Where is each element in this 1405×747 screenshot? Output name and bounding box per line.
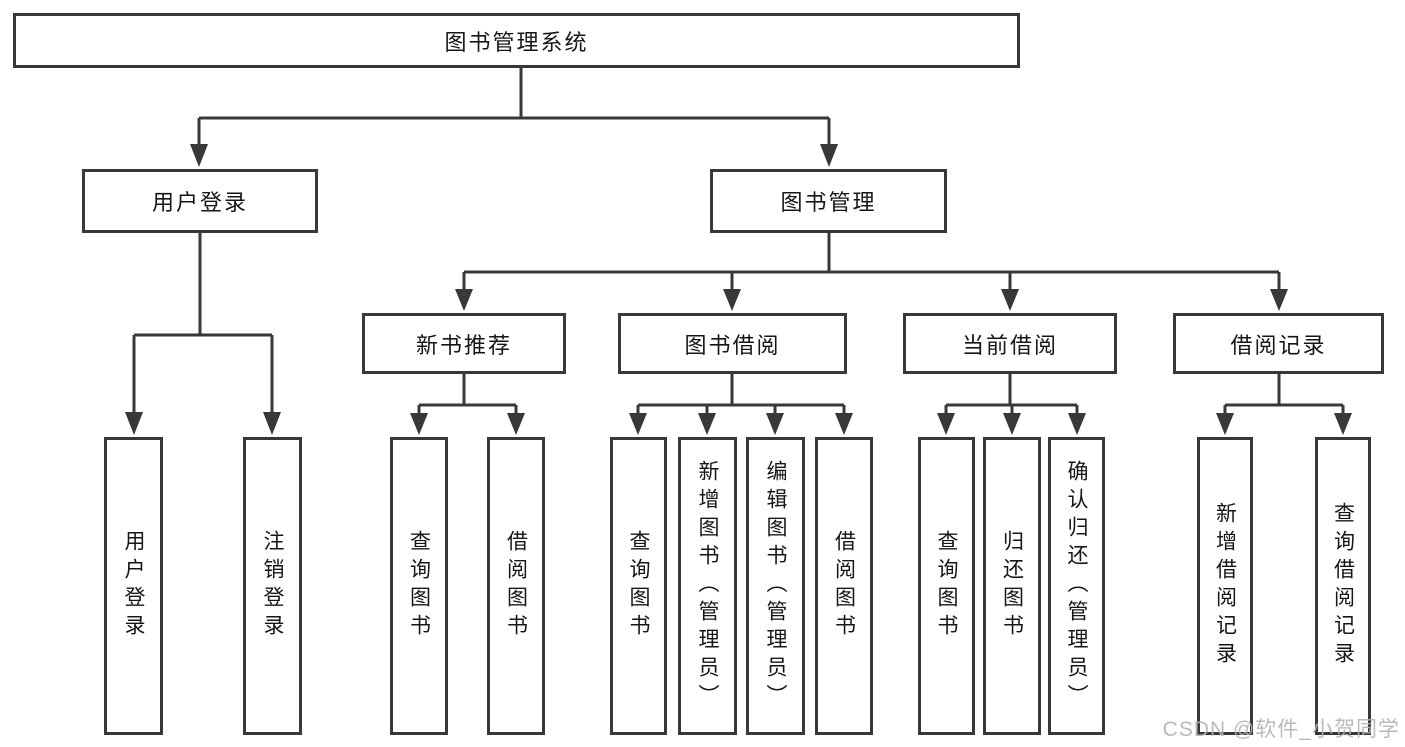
leaf-return-books: 归还图书 — [983, 437, 1041, 735]
leaf-borrow-books-borrowing-label: 借阅图书 — [832, 530, 856, 642]
leaf-query-borrow-record: 查询借阅记录 — [1315, 437, 1371, 735]
node-user-login: 用户登录 — [82, 169, 318, 233]
node-user-login-label: 用户登录 — [151, 190, 248, 215]
leaf-add-books-admin-label: 新增图书（管理员） — [696, 460, 719, 712]
node-root: 图书管理系统 — [13, 13, 1020, 68]
leaf-query-books-recommend-label: 查询图书 — [407, 530, 431, 642]
node-new-book-recommendation: 新书推荐 — [362, 313, 566, 374]
leaf-query-borrow-record-label: 查询借阅记录 — [1331, 502, 1355, 670]
leaf-borrow-books-recommend-label: 借阅图书 — [504, 530, 528, 642]
leaf-edit-books-admin-label: 编辑图书（管理员） — [764, 460, 787, 712]
node-book-management: 图书管理 — [710, 169, 947, 233]
leaf-logout-label: 注销登录 — [261, 530, 284, 642]
node-borrowing-records-label: 借阅记录 — [1230, 332, 1327, 358]
leaf-query-books-current: 查询图书 — [918, 437, 975, 735]
node-book-borrowing: 图书借阅 — [618, 313, 847, 374]
leaf-borrow-books-borrowing: 借阅图书 — [815, 437, 873, 735]
leaf-user-login-label: 用户登录 — [122, 530, 145, 642]
leaf-return-books-label: 归还图书 — [1000, 530, 1024, 642]
leaf-logout: 注销登录 — [243, 437, 302, 735]
node-book-management-label: 图书管理 — [780, 190, 877, 215]
watermark-text: CSDN @软件_小贺同学 — [1162, 718, 1400, 741]
leaf-query-books-borrowing: 查询图书 — [610, 437, 667, 735]
leaf-edit-books-admin: 编辑图书（管理员） — [746, 437, 805, 735]
leaf-add-books-admin: 新增图书（管理员） — [678, 437, 737, 735]
node-root-label: 图书管理系统 — [444, 29, 589, 55]
leaf-add-borrow-record: 新增借阅记录 — [1197, 437, 1253, 735]
leaf-query-books-recommend: 查询图书 — [390, 437, 448, 735]
node-book-borrowing-label: 图书借阅 — [684, 332, 781, 358]
node-new-book-recommendation-label: 新书推荐 — [415, 332, 512, 358]
leaf-query-books-borrowing-label: 查询图书 — [627, 530, 650, 642]
node-current-borrowing-label: 当前借阅 — [961, 332, 1058, 358]
node-current-borrowing: 当前借阅 — [903, 313, 1117, 374]
node-borrowing-records: 借阅记录 — [1173, 313, 1384, 374]
leaf-user-login: 用户登录 — [104, 437, 163, 735]
leaf-confirm-return-admin-label: 确认归还（管理员） — [1065, 460, 1088, 712]
leaf-add-borrow-record-label: 新增借阅记录 — [1213, 502, 1237, 670]
leaf-query-books-current-label: 查询图书 — [935, 530, 958, 642]
leaf-confirm-return-admin: 确认归还（管理员） — [1048, 437, 1105, 735]
leaf-borrow-books-recommend: 借阅图书 — [487, 437, 545, 735]
